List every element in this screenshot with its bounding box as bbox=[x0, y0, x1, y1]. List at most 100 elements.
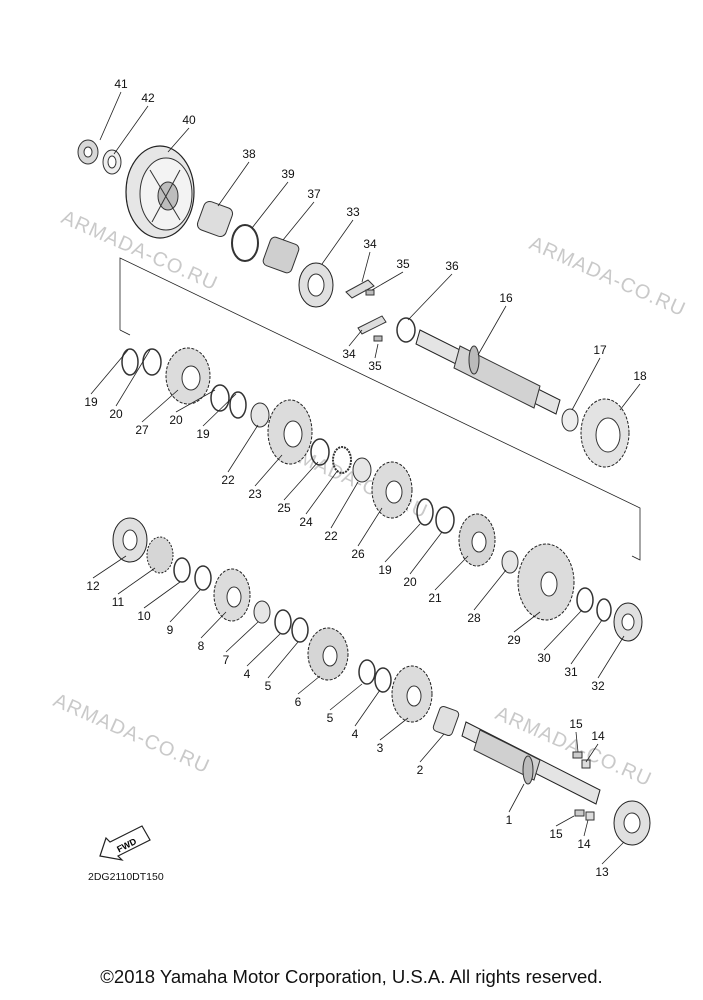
callout-leader-line bbox=[371, 271, 404, 291]
part-number-callout: 25 bbox=[277, 501, 291, 515]
part-number-callout: 4 bbox=[352, 727, 359, 741]
part-19-circlip-b bbox=[229, 391, 247, 419]
part-number-callout: 7 bbox=[223, 653, 230, 667]
callout-leader-line bbox=[115, 349, 151, 407]
part-number-callout: 30 bbox=[537, 651, 551, 665]
part-number-callout: 14 bbox=[591, 729, 605, 743]
part-number-callout: 10 bbox=[137, 609, 151, 623]
part-number-callout: 4 bbox=[244, 667, 251, 681]
part-2-bushing bbox=[432, 705, 460, 737]
part-number-callout: 40 bbox=[182, 113, 196, 127]
part-number-callout: 22 bbox=[221, 473, 235, 487]
part-32-bearing bbox=[613, 602, 643, 642]
callout-leader-line bbox=[555, 815, 575, 827]
part-number-callout: 3 bbox=[377, 741, 384, 755]
part-6-gear bbox=[307, 627, 349, 681]
part-number-callout: 6 bbox=[295, 695, 302, 709]
part-34-plate bbox=[345, 279, 387, 335]
callout-leader-line bbox=[597, 635, 625, 679]
part-number-callout: 22 bbox=[324, 529, 338, 543]
part-21-gear bbox=[458, 513, 496, 567]
part-24-lockwasher bbox=[332, 446, 352, 474]
part-42-washer bbox=[102, 149, 122, 175]
part-number-callout: 9 bbox=[167, 623, 174, 637]
part-number-callout: 17 bbox=[593, 343, 607, 357]
part-number-callout: 15 bbox=[569, 717, 583, 731]
callout-leader-line bbox=[619, 383, 641, 411]
callout-leader-line bbox=[407, 273, 453, 321]
callout-leader-line bbox=[175, 389, 216, 413]
part-16-drive-axle bbox=[415, 329, 561, 415]
callout-leader-line bbox=[305, 469, 339, 515]
part-number-callout: 20 bbox=[109, 407, 123, 421]
part-number-callout: 8 bbox=[198, 639, 205, 653]
part-10-washer bbox=[173, 557, 191, 583]
part-number-callout: 23 bbox=[248, 487, 262, 501]
callout-leader-line bbox=[583, 819, 589, 837]
part-number-callout: 28 bbox=[467, 611, 481, 625]
part-number-callout: 11 bbox=[112, 595, 125, 609]
part-37-bearing bbox=[262, 236, 300, 274]
part-11-gear bbox=[146, 536, 174, 574]
watermark: ARMADA-CO.RU bbox=[526, 232, 689, 321]
part-35-bolt bbox=[365, 289, 383, 342]
callout-leader-line bbox=[217, 161, 250, 207]
part-number-callout: 29 bbox=[507, 633, 521, 647]
part-20-washer-c bbox=[435, 506, 455, 534]
part-number-callout: 12 bbox=[86, 579, 100, 593]
part-13-bearing bbox=[613, 800, 651, 846]
part-number-callout: 5 bbox=[265, 679, 272, 693]
callout-leader-line bbox=[543, 609, 583, 651]
part-number-callout: 34 bbox=[363, 237, 377, 251]
callout-leader-line bbox=[354, 689, 381, 727]
callout-leader-line bbox=[585, 743, 599, 763]
part-12-bearing bbox=[112, 517, 148, 563]
part-28-collar bbox=[501, 550, 519, 574]
part-20-washer-b bbox=[210, 384, 230, 412]
part-number-callout: 16 bbox=[499, 291, 513, 305]
callout-leader-line bbox=[117, 567, 156, 595]
part-number-callout: 42 bbox=[141, 91, 155, 105]
part-3-gear bbox=[391, 665, 433, 723]
part-18-gear bbox=[580, 398, 630, 468]
callout-leader-line bbox=[409, 531, 443, 575]
part-number-callout: 15 bbox=[549, 827, 563, 841]
callout-leader-line bbox=[282, 201, 315, 241]
callout-leader-line bbox=[141, 389, 179, 423]
part-27-gear bbox=[165, 347, 211, 405]
callout-leader-line bbox=[419, 733, 445, 763]
part-number-callout: 34 bbox=[342, 347, 356, 361]
callout-leader-line bbox=[254, 454, 283, 487]
part-5-circlip-b bbox=[358, 659, 376, 685]
callout-leader-line bbox=[113, 105, 149, 155]
part-number-callout: 13 bbox=[595, 865, 609, 879]
copyright-footer: ©2018 Yamaha Motor Corporation, U.S.A. A… bbox=[100, 966, 603, 987]
callout-leader-line bbox=[251, 181, 289, 229]
part-number-callout: 20 bbox=[169, 413, 183, 427]
fwd-arrow-icon: FWD bbox=[99, 825, 151, 861]
callout-leader-line bbox=[202, 393, 237, 427]
part-30-washer bbox=[576, 587, 594, 613]
callout-leader-line bbox=[384, 523, 421, 563]
part-20-washer bbox=[142, 348, 162, 376]
part-number-callout: 32 bbox=[591, 679, 605, 693]
part-number-callout: 1 bbox=[506, 813, 513, 827]
part-41-nut bbox=[77, 139, 99, 165]
part-number-callout: 35 bbox=[368, 359, 382, 373]
callout-leader-line bbox=[321, 219, 354, 265]
callout-leader-line bbox=[575, 731, 579, 753]
part-15-pin bbox=[572, 751, 585, 817]
part-number-callout: 33 bbox=[346, 205, 360, 219]
part-22-bushing bbox=[250, 402, 270, 428]
part-number-callout: 18 bbox=[633, 369, 647, 383]
part-number-callout: 35 bbox=[396, 257, 410, 271]
part-number-callout: 2 bbox=[417, 763, 424, 777]
callout-leader-line bbox=[225, 621, 259, 653]
callout-leader-line bbox=[571, 357, 601, 411]
part-number-callout: 21 bbox=[428, 591, 442, 605]
part-23-gear bbox=[267, 399, 313, 465]
part-8-gear bbox=[213, 568, 251, 622]
part-29-gear bbox=[517, 543, 575, 621]
part-number-callout: 27 bbox=[135, 423, 149, 437]
